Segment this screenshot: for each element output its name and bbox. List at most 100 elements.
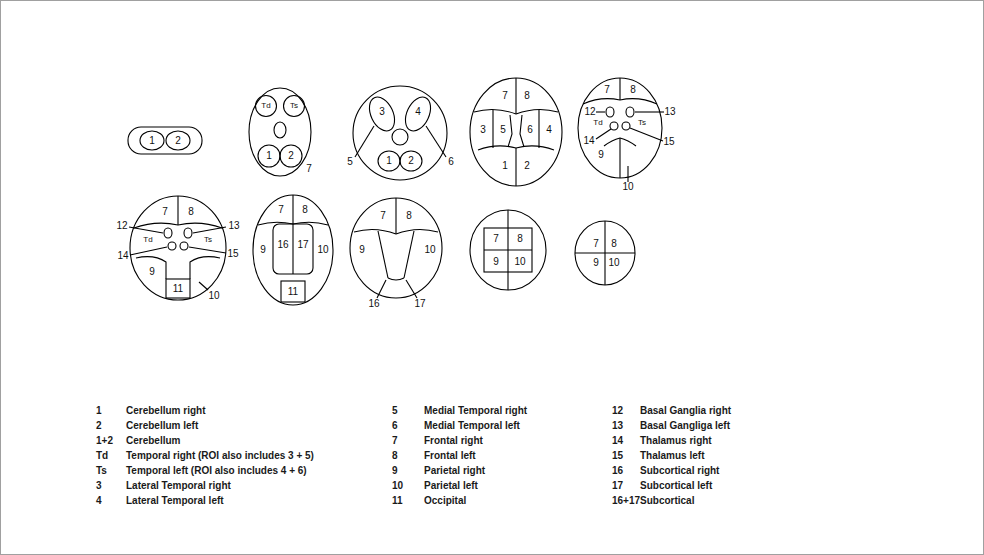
slice-outline bbox=[249, 88, 311, 176]
callout-number: 15 bbox=[227, 249, 238, 259]
callout-number: 4 bbox=[415, 107, 421, 117]
legend-text: Subcortical right bbox=[640, 466, 719, 476]
callout-number: 12 bbox=[584, 107, 595, 117]
legend-key: 6 bbox=[392, 421, 398, 431]
callout-number: 8 bbox=[302, 205, 308, 215]
callout-number: Ts bbox=[638, 119, 646, 127]
callout-number: 10 bbox=[622, 182, 633, 192]
legend-text: Lateral Temporal left bbox=[126, 496, 224, 506]
region-line bbox=[395, 198, 396, 234]
legend-text: Cerebellum bbox=[126, 436, 180, 446]
callout-number: 5 bbox=[500, 125, 506, 135]
legend-text: Thalamus left bbox=[640, 451, 704, 461]
region-line bbox=[378, 231, 388, 278]
callout-number: 11 bbox=[173, 284, 183, 294]
region-outline bbox=[606, 107, 614, 117]
callout-number: 10 bbox=[608, 258, 619, 268]
callout-number: 3 bbox=[379, 107, 385, 117]
callout-number: 16 bbox=[368, 299, 379, 309]
legend-text: Subcortical left bbox=[640, 481, 712, 491]
callout-number: 8 bbox=[517, 234, 523, 244]
region-outline bbox=[180, 242, 188, 250]
region-outline bbox=[622, 122, 630, 130]
region-outline bbox=[164, 228, 172, 238]
callout-number: 10 bbox=[208, 291, 219, 301]
region-outline bbox=[274, 122, 286, 138]
region-outline bbox=[284, 96, 305, 117]
region-line bbox=[134, 223, 222, 228]
legend-text: Parietal right bbox=[424, 466, 485, 476]
legend-text: Thalamus right bbox=[640, 436, 712, 446]
legend-key: 5 bbox=[392, 406, 398, 416]
legend-key: 2 bbox=[96, 421, 102, 431]
region-outline bbox=[280, 145, 302, 167]
region-line bbox=[177, 196, 178, 225]
leader-line bbox=[129, 227, 163, 233]
callout-number: 4 bbox=[546, 125, 552, 135]
region-line bbox=[354, 229, 438, 234]
legend-key: 10 bbox=[392, 481, 403, 491]
callout-number: Ts bbox=[290, 102, 298, 110]
callout-number: 17 bbox=[297, 240, 308, 250]
callout-number: 12 bbox=[116, 221, 127, 231]
callout-number: Td bbox=[143, 236, 152, 244]
legend-key: 3 bbox=[96, 481, 102, 491]
callout-number: 9 bbox=[598, 150, 604, 160]
region-outline bbox=[184, 228, 192, 238]
region-outline bbox=[168, 242, 176, 250]
legend-text: Temporal left (ROI also includes 4 + 6) bbox=[126, 466, 307, 476]
region-line bbox=[604, 138, 636, 146]
region-outline bbox=[281, 281, 305, 302]
callout-number: 7 bbox=[278, 205, 284, 215]
callout-number: 13 bbox=[664, 107, 675, 117]
legend-text: Lateral Temporal right bbox=[126, 481, 231, 491]
leader-line bbox=[406, 280, 417, 298]
callout-number: 9 bbox=[359, 245, 365, 255]
legend-text: Basal Ganglia right bbox=[640, 406, 731, 416]
leader-line bbox=[199, 282, 208, 290]
legend-text: Medial Temporal left bbox=[424, 421, 520, 431]
legend-key: 12 bbox=[612, 406, 623, 416]
legend-key: 4 bbox=[96, 496, 102, 506]
region-line bbox=[538, 110, 539, 148]
callout-number: 1 bbox=[502, 161, 508, 171]
leader-line bbox=[193, 227, 226, 233]
region-outline bbox=[626, 107, 634, 117]
callout-number: 9 bbox=[260, 245, 266, 255]
region-line bbox=[404, 231, 414, 278]
legend-text: Medial Temporal right bbox=[424, 406, 527, 416]
region-line bbox=[520, 115, 524, 147]
legend-text: Cerebellum right bbox=[126, 406, 205, 416]
callout-number: 11 bbox=[288, 287, 298, 297]
region-outline bbox=[140, 131, 164, 150]
leader-line bbox=[627, 166, 628, 182]
callout-number: 1 bbox=[149, 136, 155, 146]
legend-key: 1+2 bbox=[96, 436, 113, 446]
callout-number: 8 bbox=[406, 211, 412, 221]
slice-outline bbox=[470, 78, 562, 186]
leader-line bbox=[426, 126, 446, 157]
region-outline bbox=[400, 93, 435, 135]
region-outline bbox=[256, 96, 277, 117]
region-line bbox=[575, 252, 635, 253]
callout-number: 10 bbox=[424, 245, 435, 255]
legend-text: Basal Gangliga left bbox=[640, 421, 730, 431]
region-line bbox=[515, 78, 516, 114]
callout-number: 7 bbox=[604, 85, 610, 95]
region-line bbox=[619, 78, 620, 100]
slice-outline bbox=[575, 221, 635, 285]
region-line bbox=[484, 249, 532, 250]
callout-number: 7 bbox=[380, 211, 386, 221]
callout-number: 8 bbox=[188, 207, 194, 217]
legend-text: Frontal left bbox=[424, 451, 476, 461]
region-line bbox=[508, 115, 512, 147]
callout-number: 1 bbox=[386, 156, 392, 166]
legend-text: Temporal right (ROI also includes 3 + 5) bbox=[126, 451, 314, 461]
region-line bbox=[292, 195, 293, 274]
region-line bbox=[388, 278, 404, 280]
region-outline bbox=[273, 224, 313, 274]
callout-number: 9 bbox=[149, 267, 155, 277]
callout-number: 2 bbox=[175, 136, 181, 146]
callout-number: 8 bbox=[630, 85, 636, 95]
